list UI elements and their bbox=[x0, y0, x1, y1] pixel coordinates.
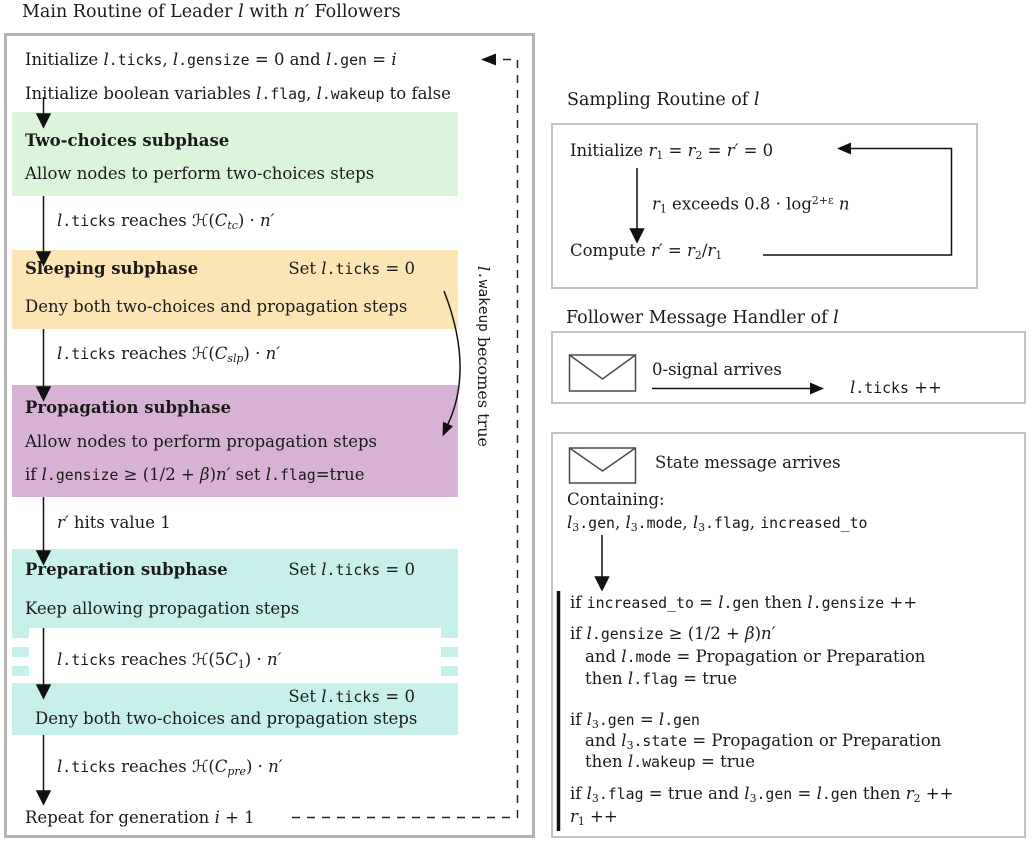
state-containing-label: Containing: bbox=[567, 490, 665, 509]
state-handler-panel bbox=[551, 432, 1026, 838]
sampling-condition: r1 exceeds 0.8 · log2+ε n bbox=[652, 194, 850, 216]
transition-label-tc: l.ticks reaches ℋ(Ctc) · n′ bbox=[57, 211, 275, 233]
state-rule-line: if l3.flag = true and l3.gen = l.gen the… bbox=[570, 784, 954, 806]
state-rule-line: then l.flag = true bbox=[585, 669, 738, 688]
two-choices-title: Two-choices subphase bbox=[25, 131, 230, 150]
teal-dash-left bbox=[12, 628, 29, 683]
follower-action-label: l.ticks ++ bbox=[850, 378, 942, 397]
sleeping-title: Sleeping subphase bbox=[25, 259, 199, 278]
state-rule-line: then l.wakeup = true bbox=[585, 752, 755, 771]
transition-label-r: r′ hits value 1 bbox=[57, 513, 171, 532]
sleeping-set-note: Set l.ticks = 0 bbox=[288, 259, 415, 278]
wakeup-rotated-label: l.wakeup becomes true bbox=[474, 266, 493, 447]
sleeping-desc: Deny both two-choices and propagation st… bbox=[25, 297, 408, 316]
preparation-title: Preparation subphase bbox=[25, 560, 228, 579]
teal-dash-right bbox=[441, 628, 458, 683]
state-event-label: State message arrives bbox=[655, 453, 841, 472]
follower-handler-title: Follower Message Handler of l bbox=[566, 308, 839, 328]
init-line-2: Initialize boolean variables l.flag, l.w… bbox=[25, 84, 451, 103]
deny-desc: Deny both two-choices and propagation st… bbox=[35, 709, 418, 728]
state-rule-line: if increased_to = l.gen then l.gensize +… bbox=[570, 593, 918, 612]
follower-handler-panel bbox=[551, 331, 1026, 404]
state-rule-line: r1 ++ bbox=[570, 807, 618, 829]
transition-label-5c1: l.ticks reaches ℋ(5C1) · n′ bbox=[57, 650, 282, 672]
init-line-1: Initialize l.ticks, l.gensize = 0 and l.… bbox=[25, 50, 397, 69]
state-fields-label: l3.gen, l3.mode, l3.flag, increased_to bbox=[567, 513, 868, 535]
transition-label-pre: l.ticks reaches ℋ(Cpre) · n′ bbox=[57, 757, 283, 779]
propagation-desc1: Allow nodes to perform propagation steps bbox=[25, 432, 378, 451]
state-rule-line: and l.mode = Propagation or Preparation bbox=[585, 647, 926, 666]
repeat-label: Repeat for generation i + 1 bbox=[25, 808, 255, 827]
state-rule-line: if l.gensize ≥ (1/2 + β)n′ bbox=[570, 624, 776, 643]
preparation-set-note: Set l.ticks = 0 bbox=[288, 560, 415, 579]
preparation-desc: Keep allowing propagation steps bbox=[25, 599, 300, 618]
follower-event-label: 0-signal arrives bbox=[652, 360, 782, 379]
transition-label-slp: l.ticks reaches ℋ(Cslp) · n′ bbox=[57, 344, 280, 366]
deny-set-note: Set l.ticks = 0 bbox=[288, 687, 415, 706]
propagation-title: Propagation subphase bbox=[25, 398, 232, 417]
state-rule-line: if l3.gen = l.gen bbox=[570, 710, 700, 732]
sampling-compute: Compute r′ = r2/r1 bbox=[570, 241, 723, 263]
main-routine-title: Main Routine of Leader l with n′ Followe… bbox=[22, 2, 401, 22]
propagation-desc2: if l.gensize ≥ (1/2 + β)n′ set l.flag=tr… bbox=[25, 465, 365, 484]
two-choices-desc: Allow nodes to perform two-choices steps bbox=[25, 164, 375, 183]
sampling-init: Initialize r1 = r2 = r′ = 0 bbox=[570, 141, 774, 163]
sampling-title: Sampling Routine of l bbox=[567, 90, 760, 110]
state-rule-line: and l3.state = Propagation or Preparatio… bbox=[585, 731, 942, 753]
